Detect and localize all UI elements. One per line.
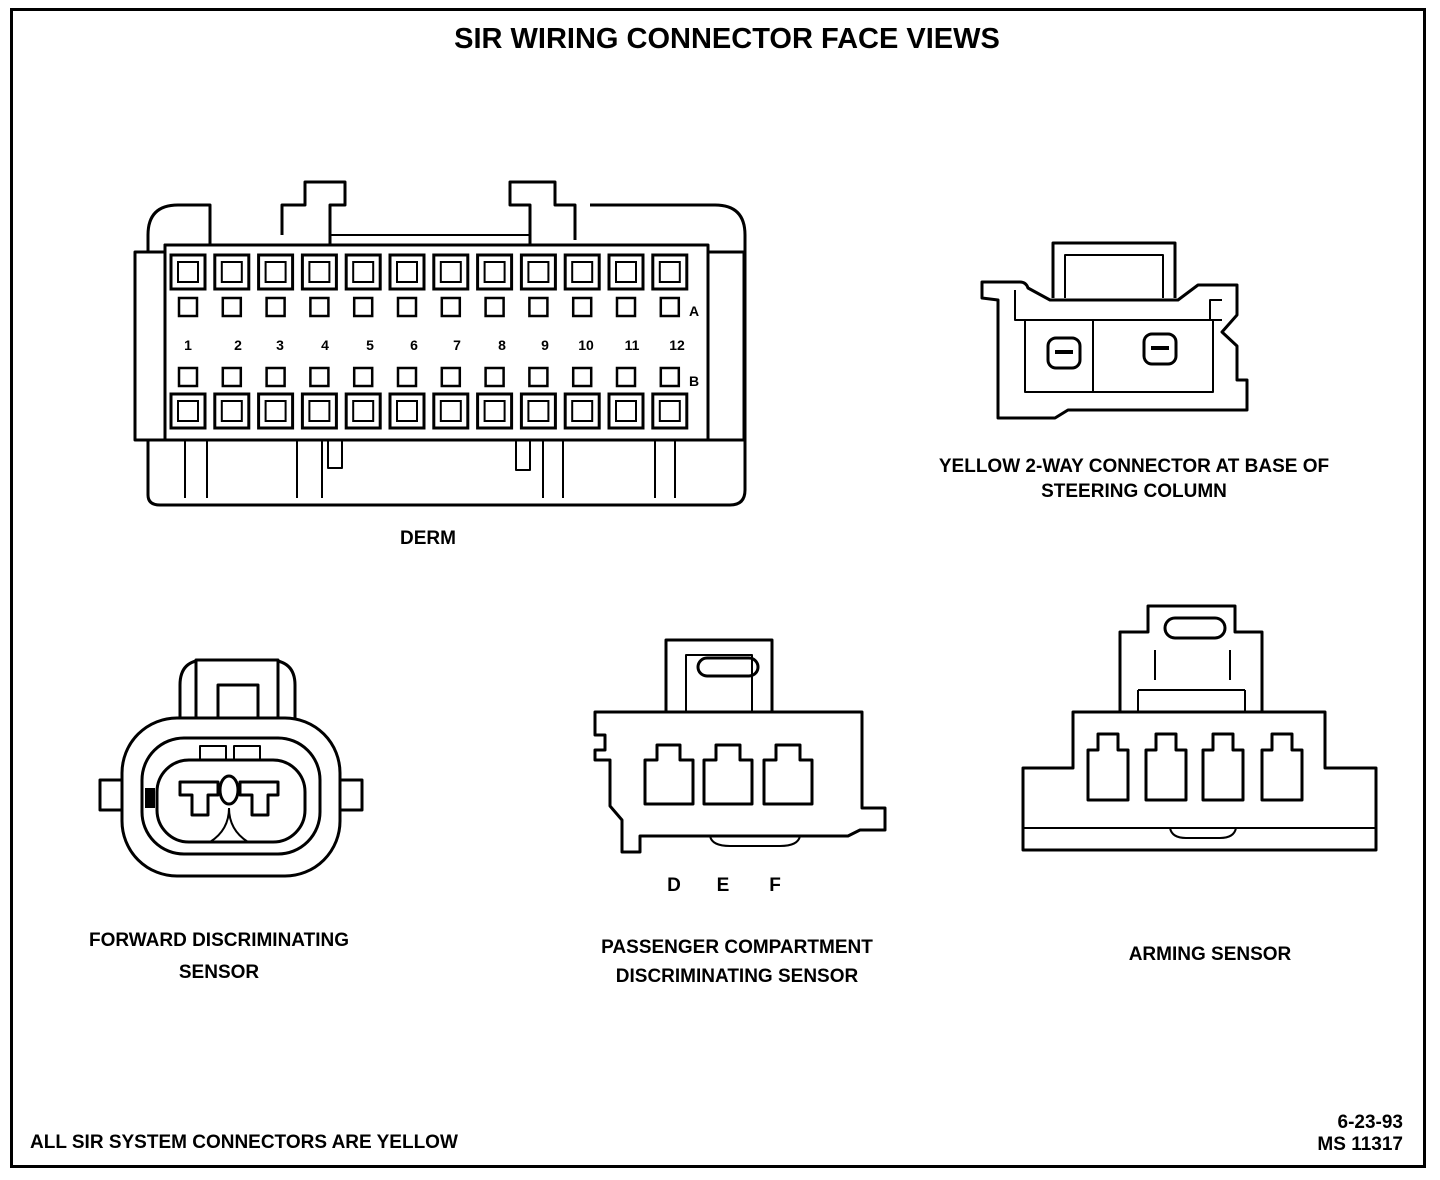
derm-pin-label: 7 <box>453 337 461 353</box>
yellow-2way-label-line1: YELLOW 2-WAY CONNECTOR AT BASE OF <box>939 456 1329 477</box>
derm-pin-a <box>659 296 681 318</box>
derm-pin-b <box>352 366 374 388</box>
derm-pin-b <box>440 366 462 388</box>
derm-row-b-label: B <box>689 373 699 389</box>
derm-pin-b <box>221 366 243 388</box>
derm-cavity-top-inner <box>439 261 462 283</box>
derm-cavity-top <box>476 253 514 291</box>
derm-cavity-bottom-inner <box>308 400 331 422</box>
derm-pin-label: 12 <box>669 337 685 353</box>
derm-cavity-bottom-inner <box>352 400 375 422</box>
derm-cavity-bottom-inner <box>571 400 594 422</box>
derm-row-a-label: A <box>689 303 699 319</box>
derm-cavity-top-inner <box>658 261 681 283</box>
page-title: SIR WIRING CONNECTOR FACE VIEWS <box>454 23 1000 55</box>
derm-cavity-top <box>651 253 689 291</box>
derm-pin-label: 2 <box>234 337 242 353</box>
derm-pin-b <box>528 366 549 388</box>
derm-pin-label: 4 <box>321 337 329 353</box>
derm-cavity-bottom-inner <box>527 400 550 422</box>
derm-pin-b <box>396 366 418 388</box>
derm-pin-a <box>177 296 199 318</box>
arming-sensor-label: ARMING SENSOR <box>1129 944 1292 965</box>
derm-cavity-top-inner <box>527 261 550 283</box>
derm-cavity-bottom <box>563 392 601 430</box>
passenger-pin-d: D <box>667 875 681 896</box>
derm-pin-a <box>309 296 330 318</box>
derm-left-tab <box>133 250 167 442</box>
derm-pin-a <box>352 296 374 318</box>
yellow-2way-label-line2: STEERING COLUMN <box>1041 481 1227 502</box>
derm-cavity-top-inner <box>264 261 287 283</box>
derm-cavity-bottom-inner <box>396 400 418 422</box>
derm-pin-a <box>571 296 593 318</box>
derm-pin-b <box>265 366 286 388</box>
derm-cavity-top-inner <box>308 261 331 283</box>
derm-cavity-bottom-inner <box>439 400 462 422</box>
derm-pin-label: 1 <box>184 337 192 353</box>
derm-pin-label: 10 <box>578 337 594 353</box>
derm-pin-a <box>396 296 418 318</box>
footer-date: 6-23-93 <box>1338 1112 1404 1133</box>
passenger-sensor-label-line1: PASSENGER COMPARTMENT <box>601 937 873 958</box>
derm-pin-b <box>615 366 637 388</box>
derm-cavity-top-inner <box>571 261 594 283</box>
derm-cavity-top <box>607 253 645 291</box>
derm-pin-label: 9 <box>541 337 549 353</box>
yellow-2way-connector: YELLOW 2-WAY CONNECTOR AT BASE OF STEERI… <box>939 241 1329 502</box>
derm-connector: A B 1 2 3 4 5 6 7 8 9 10 11 12 DERM <box>133 180 747 549</box>
forward-sensor-body <box>120 716 342 878</box>
derm-pin-a <box>528 296 549 318</box>
footer-note: ALL SIR SYSTEM CONNECTORS ARE YELLOW <box>30 1132 458 1153</box>
derm-pin-b <box>484 366 505 388</box>
derm-pin-b <box>571 366 593 388</box>
derm-pin-label: 8 <box>498 337 506 353</box>
derm-pin-a <box>615 296 637 318</box>
derm-cavity-top-inner <box>396 261 418 283</box>
derm-cavity-top-inner <box>483 261 506 283</box>
forward-sensor-connector: FORWARD DISCRIMINATING SENSOR <box>89 658 364 983</box>
derm-cavity-bottom-inner <box>264 400 287 422</box>
derm-right-tab <box>706 250 746 442</box>
derm-cavity-bottom-inner <box>658 400 681 422</box>
derm-cavity-top-inner <box>615 261 637 283</box>
derm-label: DERM <box>400 528 456 549</box>
passenger-sensor-connector: D E F PASSENGER COMPARTMENT DISCRIMINATI… <box>593 638 887 987</box>
derm-cavity-bottom <box>169 392 207 430</box>
derm-cavity-bottom-inner <box>615 400 637 422</box>
derm-cavity-top-inner <box>352 261 375 283</box>
derm-pin-a <box>221 296 243 318</box>
derm-cavity-bottom <box>651 392 689 430</box>
derm-cavity-bottom-inner <box>483 400 506 422</box>
derm-cavity-top <box>563 253 601 291</box>
derm-pin-a <box>265 296 286 318</box>
derm-pin-label: 11 <box>625 337 640 353</box>
derm-pin-a <box>440 296 462 318</box>
passenger-pin-f: F <box>769 875 781 896</box>
derm-cavity-bottom-inner <box>220 400 243 422</box>
derm-pin-b <box>659 366 681 388</box>
derm-cavity-top-inner <box>220 261 243 283</box>
derm-cavity-bottom-inner <box>177 400 199 422</box>
diagram-frame <box>10 8 1426 1168</box>
derm-pin-a <box>484 296 505 318</box>
forward-sensor-label-line1: FORWARD DISCRIMINATING <box>89 930 349 951</box>
footer-code: MS 11317 <box>1317 1134 1403 1155</box>
passenger-pin-e: E <box>717 875 730 896</box>
forward-sensor-label-line2: SENSOR <box>179 962 260 983</box>
derm-pin-b <box>309 366 330 388</box>
derm-pin-b <box>177 366 199 388</box>
passenger-sensor-label-line2: DISCRIMINATING SENSOR <box>616 966 859 987</box>
derm-pin-label: 3 <box>276 337 284 353</box>
derm-pin-label: 5 <box>366 337 374 353</box>
derm-cavity-top <box>169 253 207 291</box>
arming-sensor-connector: ARMING SENSOR <box>1021 604 1378 965</box>
derm-pin-label: 6 <box>410 337 418 353</box>
derm-cavity-top-inner <box>177 261 199 283</box>
